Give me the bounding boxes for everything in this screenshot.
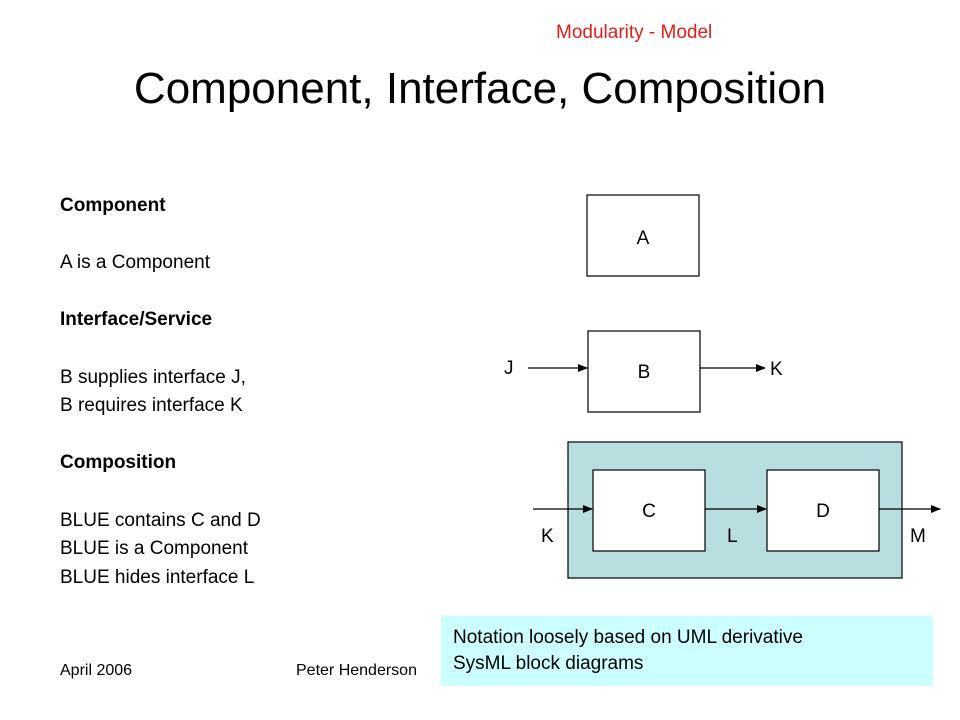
section-tag: Modularity - Model [556,22,713,43]
block-b-label: B [638,362,651,383]
block-d [766,469,880,552]
blue-container [567,441,903,579]
interface-j-label: J [504,358,514,379]
text-line: B requires interface K [60,395,243,417]
text-line: A is a Component [60,252,210,274]
text-line: B supplies interface J, [60,366,246,388]
block-d-label: D [816,501,830,522]
interface-m-label: M [910,526,926,547]
text-line: BLUE contains C and D [60,509,261,531]
text-line: BLUE hides interface L [60,566,255,588]
footer-author: Peter Henderson [296,662,417,679]
interface-k-bottom-label: K [541,526,554,547]
heading-composition: Composition [60,452,177,474]
page-title: Component, Interface, Composition [133,64,827,113]
note-line-2: SysML block diagrams [453,653,644,674]
notation-note: Notation loosely based on UML derivative… [441,616,933,686]
block-b [587,330,701,413]
explanation-text: Component A is a Component Interface/Ser… [60,192,261,592]
block-c [592,469,706,552]
note-line-1: Notation loosely based on UML derivative [453,627,803,648]
blank-line [60,335,261,364]
footer-date: April 2006 [60,662,133,679]
blank-line [60,221,261,250]
interface-l-label: L [727,526,738,547]
blank-line [60,278,261,307]
blank-line [60,478,261,507]
text-line: BLUE is a Component [60,538,248,560]
heading-interface: Interface/Service [60,309,213,331]
block-c-label: C [642,501,656,522]
block-a-label: A [637,228,650,249]
block-a [586,194,700,277]
heading-component: Component [60,195,166,216]
blank-line [60,421,261,450]
interface-k-top-label: K [770,359,783,380]
